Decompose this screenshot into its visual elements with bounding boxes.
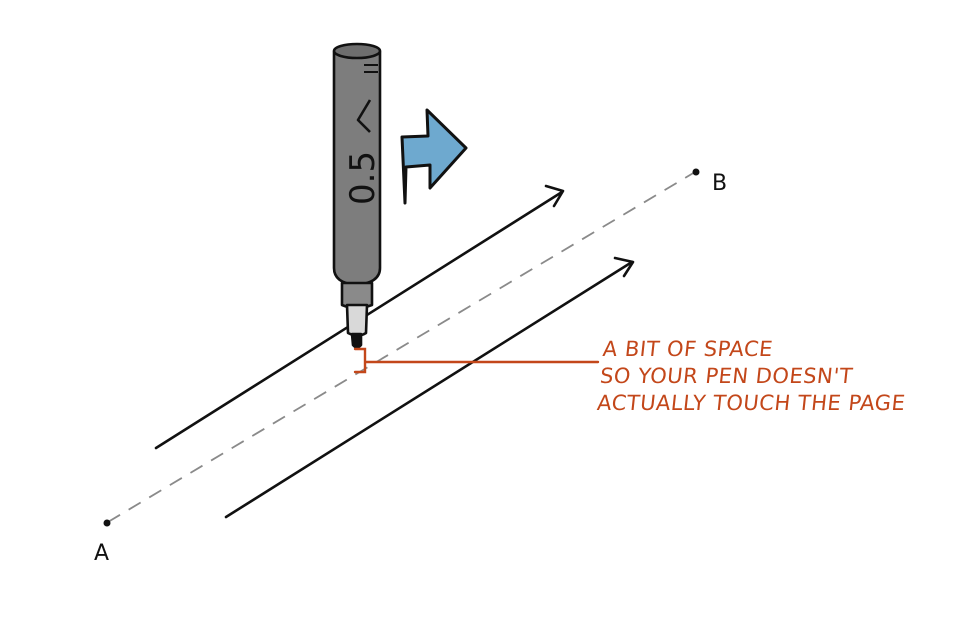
gap-bracket	[353, 347, 367, 374]
annotation-text: A BIT OF SPACE SO YOUR PEN DOESN'T ACTUA…	[596, 336, 945, 417]
pen-cap-top	[332, 42, 382, 60]
lower-parallel-arrow	[224, 256, 635, 519]
point-a-label: A	[94, 541, 110, 566]
pen-nib	[350, 332, 363, 349]
annotation-line-3: ACTUALLY TOUCH THE PAGE	[595, 391, 907, 415]
pen-triangle-mark	[356, 99, 372, 133]
right-arrow-icon	[400, 108, 468, 205]
point-b-dot	[692, 168, 700, 176]
pen-tip	[345, 303, 369, 337]
point-a-dot	[103, 519, 111, 527]
point-b-label: B	[712, 171, 728, 196]
annotation-line-1: A BIT OF SPACE	[601, 337, 775, 361]
dashed-guide-line	[107, 171, 696, 523]
annotation-line-2: SO YOUR PEN DOESN'T	[598, 364, 855, 388]
pen-icon	[332, 42, 382, 349]
pen-size-label: 0.5	[343, 151, 383, 205]
